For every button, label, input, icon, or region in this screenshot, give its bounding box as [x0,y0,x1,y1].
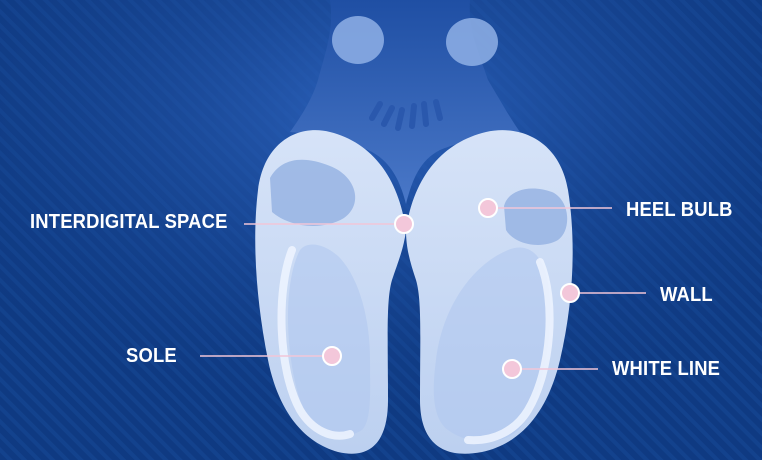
right-heel-bulb [504,188,567,244]
marker-sole [323,347,341,365]
label-sole: SOLE [126,345,177,367]
dewclaw-right [446,18,498,66]
marker-interdigital-space [395,215,413,233]
label-heel-bulb: HEEL BULB [626,199,733,221]
label-wall: WALL [660,284,713,306]
label-interdigital-space: INTERDIGITAL SPACE [30,211,228,233]
label-white-line: WHITE LINE [612,358,720,380]
marker-white-line [503,360,521,378]
marker-wall [561,284,579,302]
dewclaw-left [332,16,384,64]
marker-heel-bulb [479,199,497,217]
